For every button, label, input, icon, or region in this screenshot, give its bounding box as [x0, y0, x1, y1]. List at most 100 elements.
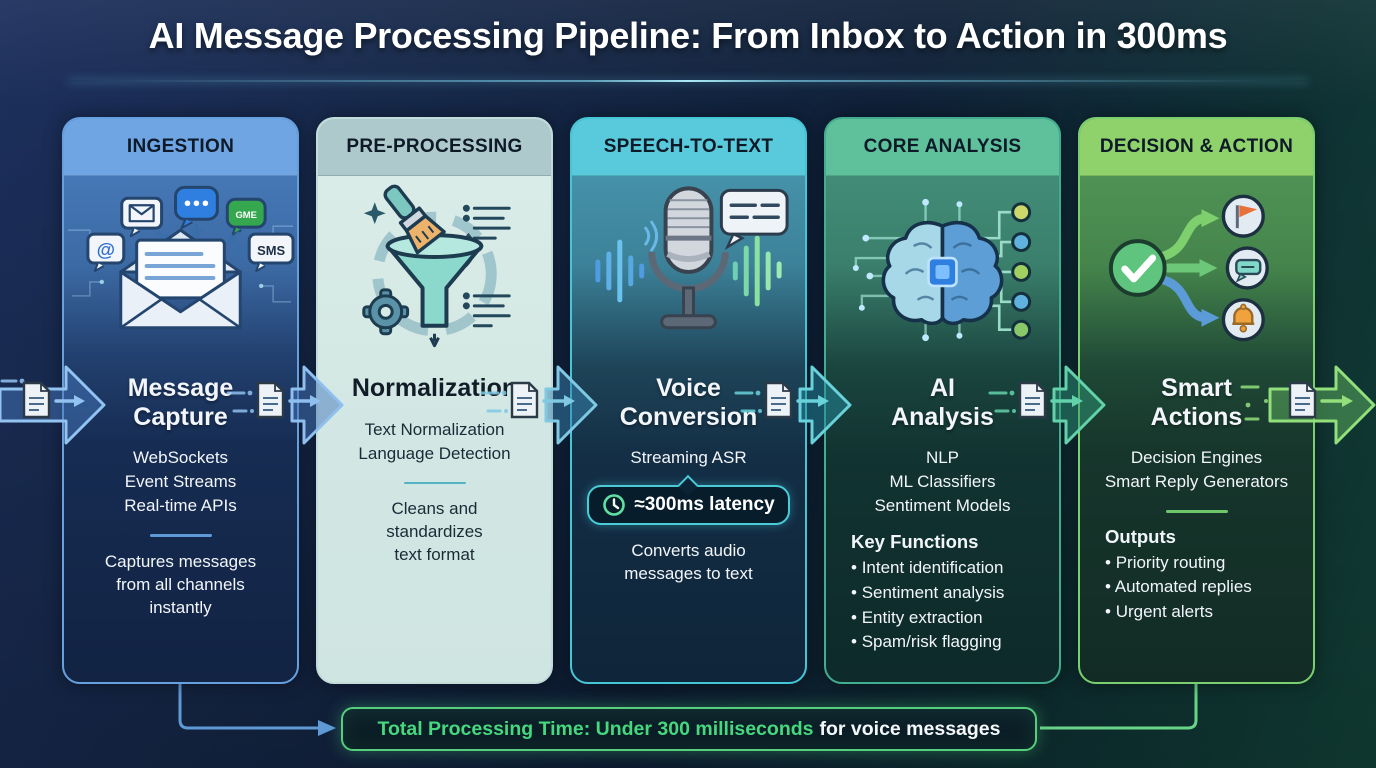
stage-header-speech-to-text: SPEECH-TO-TEXT: [572, 119, 805, 176]
stage-title: Smart Actions: [1150, 374, 1243, 431]
tech-item: Sentiment Models: [874, 496, 1011, 516]
tech-item: Text Normalization: [364, 419, 505, 439]
text-lines-top: [462, 204, 511, 240]
tech-item: Smart Reply Generators: [1104, 472, 1289, 492]
section-divider: [149, 534, 212, 537]
waveform-left: [595, 239, 645, 303]
document-icon: [1018, 381, 1047, 419]
bell-node-icon: [1221, 298, 1265, 342]
stage-illustration-decision-action: [1080, 176, 1313, 356]
document-icon: [256, 381, 285, 419]
section-divider: [403, 481, 466, 485]
stage-illustration-core-analysis: [826, 176, 1059, 356]
microphone-stand: [648, 251, 729, 330]
document-icon: [764, 381, 793, 419]
document-icon: [22, 381, 51, 419]
stage-tech-list: NLP ML Classifiers Sentiment Models: [838, 446, 1047, 518]
footer-suffix-text: for voice messages: [819, 717, 1001, 740]
funnel-cleaning-icon: [362, 184, 511, 348]
list-item: Spam/risk flagging: [851, 630, 1043, 655]
sms-bubble-icon: SMS: [247, 232, 295, 272]
flow-arrow-preprocessing-to-speech: [480, 365, 598, 445]
open-envelope-icon: [119, 228, 242, 330]
svg-text:@: @: [97, 240, 115, 261]
gme-bubble-icon: GME: [225, 197, 267, 237]
stage-illustration-preprocessing: [318, 176, 551, 356]
stage-header-decision-action: DECISION & ACTION: [1080, 119, 1313, 176]
page-title: AI Message Processing Pipeline: From Inb…: [148, 15, 1228, 56]
total-processing-time-banner: Total Processing Time: Under 300 millise…: [341, 707, 1037, 751]
reply-node-icon: [1225, 246, 1269, 290]
stage-title: Normalization: [351, 374, 518, 402]
stage-tech-list: Decision Engines Smart Reply Generators: [1092, 446, 1301, 494]
stage-header-ingestion: INGESTION: [64, 119, 297, 176]
mini-arrow: [796, 395, 829, 407]
latency-badge: ≈300ms latency: [587, 475, 790, 526]
list-item: Intent identification: [851, 556, 1043, 581]
motion-dashes: [1240, 385, 1268, 421]
sparkle-decoration: [363, 202, 386, 225]
section-divider: [1165, 510, 1228, 513]
footer-highlight-text: Total Processing Time: Under 300 millise…: [377, 717, 814, 740]
at-bubble-icon: @: [86, 232, 126, 272]
outputs-section: Outputs Priority routing Automated repli…: [1092, 526, 1301, 625]
mini-arrow: [542, 395, 575, 407]
inbox-envelope-icon: GME @ SMS: [67, 185, 295, 330]
list-item: Sentiment analysis: [851, 581, 1043, 606]
stage-description: Captures messages from all channels inst…: [104, 551, 257, 618]
document-icon: [1288, 381, 1317, 419]
tech-item: Streaming ASR: [630, 448, 747, 467]
footer-connector-left-arrowhead: [318, 720, 336, 736]
microphone-icon: [595, 186, 789, 330]
badge-tail: [677, 475, 700, 497]
key-functions-section: Key Functions Intent identification Sent…: [838, 531, 1047, 655]
waveform-right: [732, 235, 782, 307]
mini-arrow: [1050, 395, 1083, 407]
gear-ring-decoration: [372, 211, 497, 337]
stage-title: AI Analysis: [891, 374, 994, 431]
motion-dashes: [988, 390, 1016, 413]
tech-item: Language Detection: [358, 443, 511, 463]
motion-dashes: [226, 390, 254, 413]
footer-connector-left: [178, 680, 318, 730]
motion-dashes: [0, 378, 25, 384]
stage-tech-list: Streaming ASR: [584, 446, 793, 470]
list-item: Automated replies: [1105, 575, 1297, 600]
tech-item: ML Classifiers: [889, 472, 996, 492]
list-title: Outputs: [1105, 525, 1176, 547]
stage-header-core-analysis: CORE ANALYSIS: [826, 119, 1059, 176]
tech-item: Real-time APIs: [124, 496, 237, 516]
mini-arrow: [54, 395, 85, 407]
stage-description: Converts audio messages to text: [624, 541, 753, 584]
microphone-body: [663, 186, 714, 274]
flow-arrow-speech-to-analysis: [734, 365, 852, 445]
svg-text:SMS: SMS: [257, 243, 285, 258]
brush-icon: [383, 184, 446, 255]
sound-arc-decoration: [644, 220, 659, 252]
clock-icon: [603, 494, 626, 516]
routing-arrows: [1159, 209, 1220, 327]
list-title: Key Functions: [851, 531, 979, 553]
list-item: Entity extraction: [851, 606, 1043, 631]
stage-tech-list: WebSockets Event Streams Real-time APIs: [76, 446, 285, 518]
check-circle-icon: [1108, 239, 1167, 297]
tech-item: NLP: [925, 448, 960, 467]
tech-item: Decision Engines: [1130, 448, 1263, 467]
flow-arrow-out-of-actions: [1240, 365, 1376, 445]
cpu-chip-icon: [927, 256, 958, 288]
title-underline: [68, 80, 1308, 82]
tech-item: Event Streams: [124, 472, 237, 492]
stage-illustration-speech-to-text: [572, 176, 805, 356]
circuit-dots-left: [852, 198, 963, 342]
funnel-icon: [385, 233, 484, 348]
mini-arrow: [288, 395, 321, 407]
motion-dashes: [734, 390, 762, 413]
document-icon: [510, 381, 539, 419]
stage-illustration-ingestion: GME @ SMS: [64, 176, 297, 356]
flow-arrow-analysis-to-action: [988, 365, 1106, 445]
latency-badge-label: ≈300ms latency: [634, 494, 775, 516]
tech-item: WebSockets: [132, 448, 229, 467]
list-item: Urgent alerts: [1105, 600, 1297, 625]
list-item: Priority routing: [1105, 551, 1297, 576]
email-bubble-icon: [120, 196, 164, 238]
